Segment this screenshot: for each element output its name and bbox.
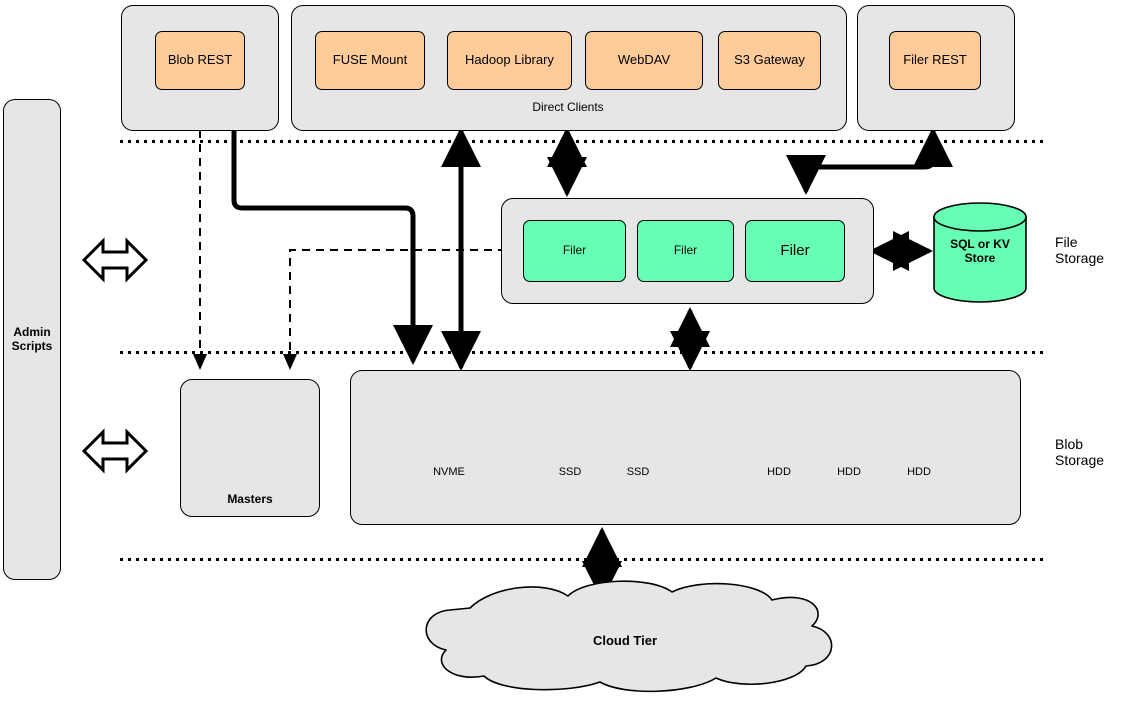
client-s3-gateway-label: S3 Gateway bbox=[734, 52, 805, 68]
metastore-label: SQL or KV Store bbox=[934, 234, 1026, 270]
disk-label-hdd-3: HDD bbox=[907, 466, 931, 478]
cloud-tier-shape bbox=[425, 580, 833, 693]
client-fuse-mount[interactable]: FUSE Mount bbox=[315, 31, 425, 90]
client-webdav-label: WebDAV bbox=[617, 52, 671, 68]
admin-scripts-label-line1: Admin bbox=[13, 325, 51, 340]
admin-arrow-file-tier bbox=[81, 237, 149, 283]
tier-label-file-storage: File Storage bbox=[1055, 230, 1117, 270]
tier-label-file-storage-line2: Storage bbox=[1055, 250, 1105, 266]
filer-node-1-label: Filer bbox=[562, 243, 587, 258]
client-s3-gateway[interactable]: S3 Gateway bbox=[718, 31, 821, 90]
tier-label-blob-storage: Blob Storage bbox=[1055, 432, 1117, 472]
masters-label: Masters bbox=[227, 492, 273, 507]
client-blob-rest-label: Blob REST bbox=[167, 52, 233, 68]
tier-label-blob-storage-line1: Blob bbox=[1055, 435, 1084, 452]
metastore-label-line1: SQL or KV bbox=[950, 237, 1010, 252]
dashed-filers-to-masters bbox=[283, 249, 870, 370]
client-hadoop-library-label: Hadoop Library bbox=[465, 52, 554, 68]
admin-scripts-group bbox=[3, 99, 61, 580]
link-blobrest-to-volumes bbox=[231, 123, 433, 365]
direct-clients-group-label: Direct Clients bbox=[532, 100, 604, 115]
metastore-cylinder bbox=[933, 202, 1027, 303]
admin-control-links bbox=[193, 130, 870, 370]
data-path-links bbox=[231, 123, 953, 601]
client-filer-rest-label: Filer REST bbox=[903, 52, 967, 68]
link-filerrest-to-filers bbox=[786, 127, 953, 195]
tier-label-file-storage-line1: File bbox=[1055, 233, 1078, 250]
admin-scripts-label: Admin Scripts bbox=[3, 322, 61, 358]
cloud-tier-label: Cloud Tier bbox=[592, 632, 658, 648]
tier-label-blob-storage-line2: Storage bbox=[1055, 452, 1105, 468]
filer-node-2-label: Filer bbox=[673, 243, 698, 258]
client-webdav[interactable]: WebDAV bbox=[585, 31, 703, 90]
admin-double-arrows bbox=[81, 237, 149, 474]
admin-scripts-label-line2: Scripts bbox=[11, 339, 53, 353]
filer-node-1[interactable]: Filer bbox=[523, 220, 626, 282]
client-blob-rest[interactable]: Blob REST bbox=[155, 31, 245, 90]
disk-label-hdd-1: HDD bbox=[767, 466, 791, 478]
client-fuse-mount-label: FUSE Mount bbox=[332, 52, 408, 68]
disk-label-ssd-1: SSD bbox=[558, 466, 582, 478]
client-filer-rest[interactable]: Filer REST bbox=[889, 31, 981, 90]
admin-arrow-blob-tier bbox=[81, 428, 149, 474]
volume-servers-group bbox=[350, 370, 1021, 525]
disk-label-ssd-2: SSD bbox=[626, 466, 650, 478]
tier-divider-lines bbox=[120, 140, 1046, 561]
disk-label-nvme: NVME bbox=[433, 466, 465, 478]
disk-label-hdd-2: HDD bbox=[837, 466, 861, 478]
client-hadoop-library[interactable]: Hadoop Library bbox=[447, 31, 572, 90]
filer-node-3[interactable]: Filer bbox=[745, 220, 845, 282]
masters-group bbox=[180, 379, 320, 517]
filer-node-2[interactable]: Filer bbox=[637, 220, 734, 282]
filer-node-3-label: Filer bbox=[780, 242, 810, 260]
metastore-label-line2: Store bbox=[964, 251, 996, 265]
